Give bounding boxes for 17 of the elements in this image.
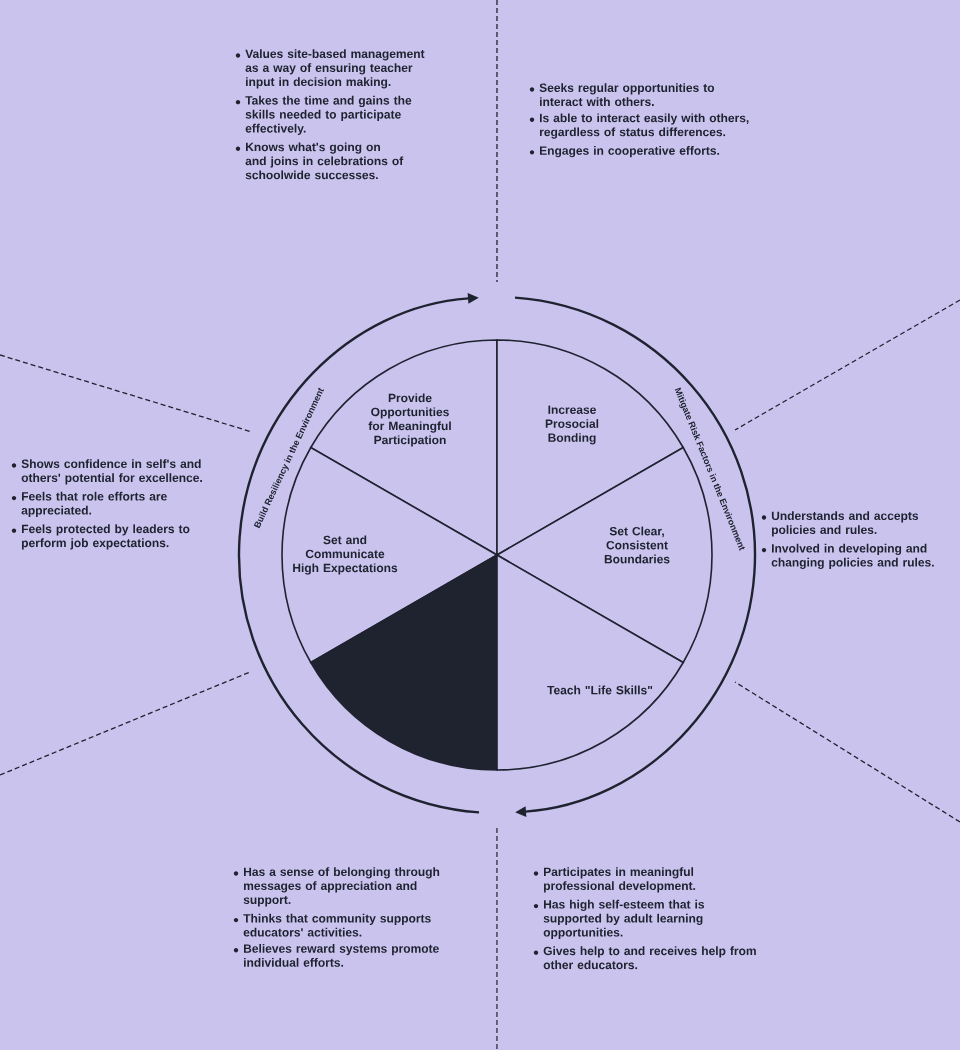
bullet-item: Knows what's going on and joins in celebrations of schoolwide successes.: [235, 142, 404, 180]
bullet-item: Has high self-esteem that is supported by adult learning opportunities.: [533, 899, 705, 939]
bullet-item: Has a sense of belonging through messages of appreciation and support.: [233, 867, 440, 907]
bullet-item: Is able to interact easily with others, regardless of status differences.: [529, 113, 749, 139]
bullet-item: Participates in meaningful professional development.: [533, 867, 696, 893]
bullet-item: Feels protected by leaders to perform job expectations.: [11, 524, 190, 550]
bullet-item: Engages in cooperative efforts.: [529, 146, 720, 158]
bullet-item: Shows confidence in self's and others' potential for excellence.: [11, 459, 202, 485]
bullet-item: Understands and accepts policies and rules.: [761, 511, 919, 537]
bullet-item: Feels that role efforts are appreciated.: [11, 491, 167, 517]
bullet-item: Seeks regular opportunities to interact with others.: [529, 83, 715, 106]
bullet-item: Gives help to and receives help from other educators.: [533, 946, 756, 970]
bullet-item: Thinks that community supports educators' activities.: [233, 913, 431, 937]
bullet-item: Involved in developing and changing policies and rules.: [761, 543, 934, 569]
bullet-item: Takes the time and gains the skills needed to participate effectively.: [235, 95, 412, 135]
bullet-item: Values site-based management as a way of ensuring teacher input in decision making.: [235, 49, 425, 89]
bullet-item: Believes reward systems promote individual efforts.: [233, 944, 439, 967]
